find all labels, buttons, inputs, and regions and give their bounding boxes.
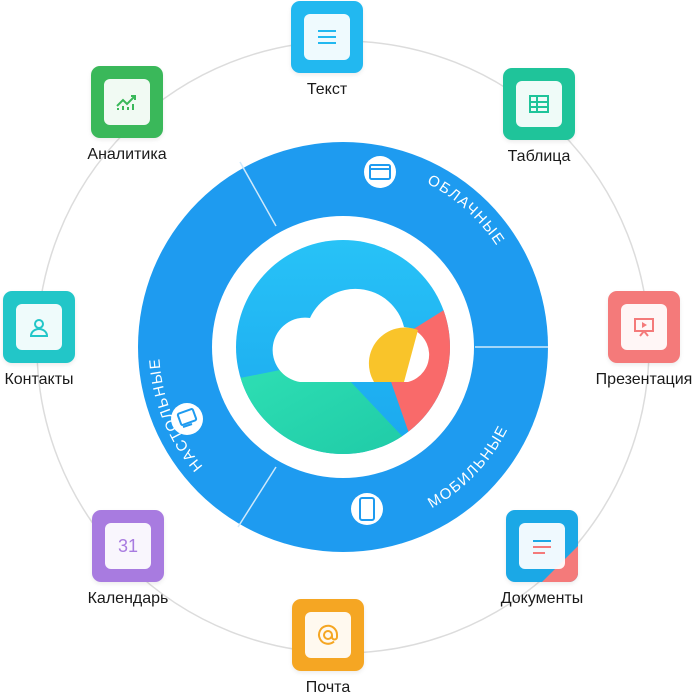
app-contacts-label: Контакты — [4, 371, 74, 388]
app-analytics-label: Аналитика — [87, 146, 167, 163]
calendar-icon: 31 — [117, 535, 139, 556]
cloud-window-icon — [364, 156, 396, 188]
analytics-chart-icon — [116, 95, 136, 110]
documents-icon — [533, 540, 551, 554]
app-presentation-tile[interactable] — [608, 291, 680, 363]
app-text[interactable]: Текст — [267, 1, 387, 99]
contact-person-icon — [29, 319, 49, 337]
app-text-tile[interactable] — [291, 1, 363, 73]
mail-at-icon — [318, 624, 339, 645]
app-documents[interactable]: Документы — [482, 510, 602, 608]
app-calendar-tile[interactable]: 31 — [92, 510, 164, 582]
app-analytics-tile[interactable] — [91, 66, 163, 138]
app-documents-tile[interactable] — [506, 510, 578, 582]
mobile-phone-icon — [351, 493, 383, 525]
app-text-label: Текст — [306, 81, 348, 98]
app-table-label: Таблица — [507, 148, 571, 165]
app-analytics[interactable]: Аналитика — [67, 66, 187, 164]
app-table-tile[interactable] — [503, 68, 575, 140]
presentation-icon — [634, 318, 654, 337]
document-text-icon — [318, 30, 336, 44]
app-documents-label: Документы — [500, 590, 584, 607]
ring-separator-top — [239, 161, 277, 227]
app-mail[interactable]: Почта — [268, 599, 388, 697]
app-mail-label: Почта — [305, 679, 351, 696]
cloud-logo — [272, 288, 430, 382]
desktop-monitor-icon — [171, 403, 203, 435]
app-contacts-tile[interactable] — [3, 291, 75, 363]
ring-separator-bottom — [237, 466, 277, 528]
app-table[interactable]: Таблица — [479, 68, 599, 166]
spreadsheet-icon — [529, 95, 549, 113]
app-calendar[interactable]: 31 Календарь — [68, 510, 188, 608]
app-contacts[interactable]: Контакты — [0, 291, 99, 389]
app-presentation-label: Презентация — [595, 371, 693, 388]
app-presentation[interactable]: Презентация — [584, 291, 700, 389]
app-calendar-label: Календарь — [87, 590, 169, 607]
app-mail-tile[interactable] — [292, 599, 364, 671]
